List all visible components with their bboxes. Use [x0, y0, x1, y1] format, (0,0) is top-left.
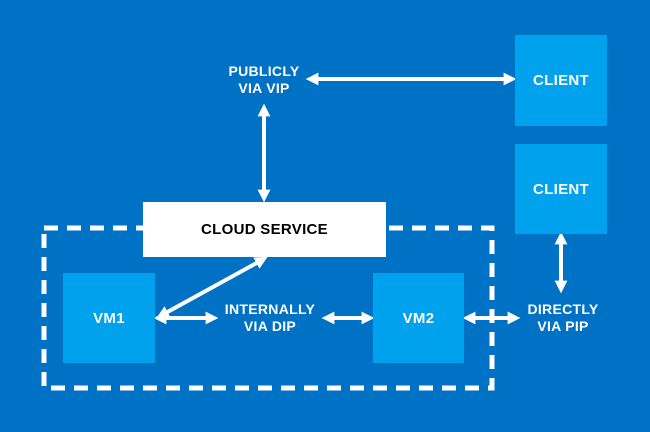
internal-access-line2: VIA DIP	[243, 318, 297, 334]
vm1-node: VM1	[63, 273, 155, 363]
cloud-service-label: CLOUD SERVICE	[201, 221, 328, 238]
public-access-line1: PUBLICLY	[228, 63, 300, 79]
client-top-node: CLIENT	[515, 35, 607, 126]
cloud-service-node: CLOUD SERVICE	[143, 202, 386, 257]
direct-access-label: DIRECTLY VIA PIP	[515, 301, 611, 335]
direct-access-line1: DIRECTLY	[527, 301, 599, 317]
client-top-label: CLIENT	[533, 72, 589, 89]
public-access-line2: VIA VIP	[238, 80, 290, 96]
vm2-node: VM2	[373, 273, 464, 363]
internal-access-label: INTERNALLY VIA DIP	[214, 301, 326, 335]
internal-access-line1: INTERNALLY	[224, 301, 316, 317]
vm2-label: VM2	[402, 309, 435, 327]
client-bottom-label: CLIENT	[533, 180, 589, 198]
vm1-label: VM1	[93, 309, 125, 327]
arrow-cloud-service-to-vm1	[156, 256, 268, 319]
public-access-label: PUBLICLY VIA VIP	[214, 63, 314, 97]
cloud-service-boundary	[41, 225, 495, 391]
client-bottom-node: CLIENT	[515, 144, 607, 234]
direct-access-line2: VIA PIP	[537, 318, 589, 334]
